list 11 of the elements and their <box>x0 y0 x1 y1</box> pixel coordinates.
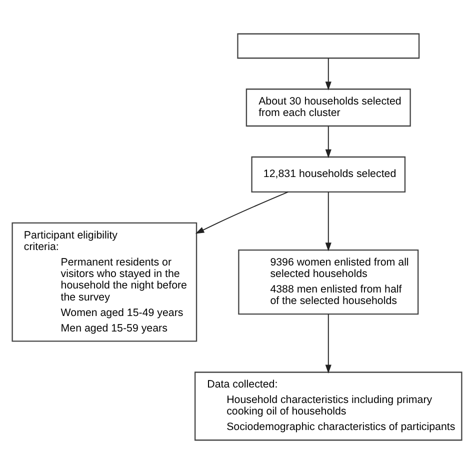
node-box <box>237 33 420 59</box>
arrow <box>325 191 332 252</box>
node-box: Participant eligibility criteria: Permanent residents or visitors who stayed in the household the night before the survey Women aged 15-49 years Men aged 15-59 years <box>12 222 198 342</box>
arrow <box>325 314 332 374</box>
node-box: About 30 households selected from each cluster <box>246 88 411 127</box>
arrow <box>325 58 332 90</box>
node-box: 9396 women enlisted from all selected households 4388 men enlisted from half of the selected households <box>238 250 419 315</box>
arrow <box>325 126 332 158</box>
arrow <box>195 191 289 234</box>
node-box: Data collected: Household characteristics including primary cooking oil of households Sociodemographic characteristics of participants <box>194 372 462 441</box>
node-box: 12,831 households selected <box>251 156 406 192</box>
